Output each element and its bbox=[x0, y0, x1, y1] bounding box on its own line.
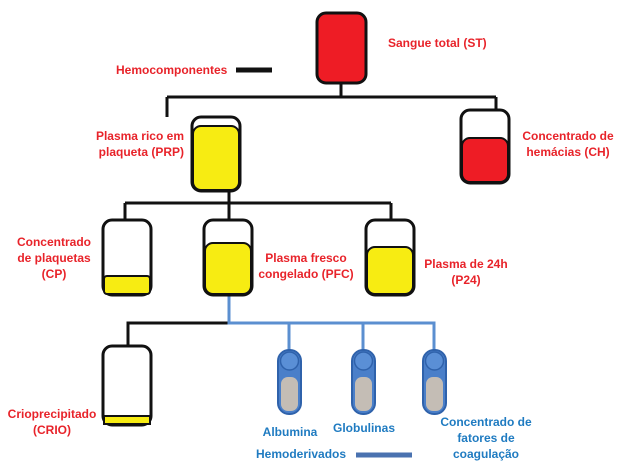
label-pfc: Plasma fresco congelado (PFC) bbox=[256, 250, 356, 282]
label-fatores-line2: fatores de bbox=[457, 431, 515, 445]
label-pfc-line1: Plasma fresco bbox=[265, 251, 347, 265]
bag-prp bbox=[190, 115, 242, 193]
connector-prp bbox=[123, 190, 393, 220]
label-p24-line1: Plasma de 24h bbox=[424, 257, 508, 271]
hemocomponent-connectors bbox=[123, 67, 498, 346]
connector-pfc-derivatives bbox=[227, 290, 436, 350]
bag-crio bbox=[101, 344, 153, 427]
label-fatores-line1: Concentrado de bbox=[440, 415, 532, 429]
label-cp-line3: (CP) bbox=[41, 267, 67, 281]
connector-st bbox=[165, 82, 498, 117]
label-p24: Plasma de 24h (P24) bbox=[418, 256, 514, 288]
vial-albumina bbox=[277, 349, 302, 415]
label-cp-line2: de plaquetas bbox=[17, 251, 91, 265]
vial-fatores bbox=[422, 349, 447, 415]
legend-hemocomponentes: Hemocomponentes bbox=[116, 63, 228, 77]
label-albumina: Albumina bbox=[262, 425, 318, 439]
label-ch-line2: hemácias (CH) bbox=[526, 145, 610, 159]
bag-pfc bbox=[202, 218, 254, 297]
label-crio: Crioprecipitado (CRIO) bbox=[4, 406, 100, 438]
vial-globulinas bbox=[351, 349, 376, 415]
label-prp-line2: plaqueta (PRP) bbox=[98, 145, 184, 159]
bag-p24 bbox=[364, 218, 416, 297]
label-ch-line1: Concentrado de bbox=[522, 129, 614, 143]
connector-crio bbox=[126, 321, 229, 346]
label-crio-line2: (CRIO) bbox=[33, 423, 71, 437]
label-prp-line1: Plasma rico em bbox=[95, 129, 184, 143]
label-fatores: Concentrado de fatores de coagulação bbox=[428, 414, 544, 462]
label-fatores-line3: coagulação bbox=[452, 447, 520, 461]
label-p24-line2: (P24) bbox=[451, 273, 481, 287]
hemoderivative-connectors bbox=[227, 290, 436, 458]
label-globulinas: Globulinas bbox=[332, 421, 395, 435]
label-cp: Concentrado de plaquetas (CP) bbox=[12, 234, 96, 282]
label-pfc-line2: congelado (PFC) bbox=[258, 267, 354, 281]
bag-cp bbox=[101, 218, 153, 297]
label-prp: Plasma rico em plaqueta (PRP) bbox=[60, 128, 184, 160]
legend-hemoderivados: Hemoderivados bbox=[256, 447, 347, 461]
label-cp-line1: Concentrado bbox=[16, 235, 91, 249]
label-sangue-total: Sangue total (ST) bbox=[388, 36, 487, 50]
label-crio-line1: Crioprecipitado bbox=[7, 407, 97, 421]
label-ch: Concentrado de hemácias (CH) bbox=[512, 128, 624, 160]
bag-ch bbox=[459, 108, 511, 185]
bag-st bbox=[315, 11, 368, 85]
